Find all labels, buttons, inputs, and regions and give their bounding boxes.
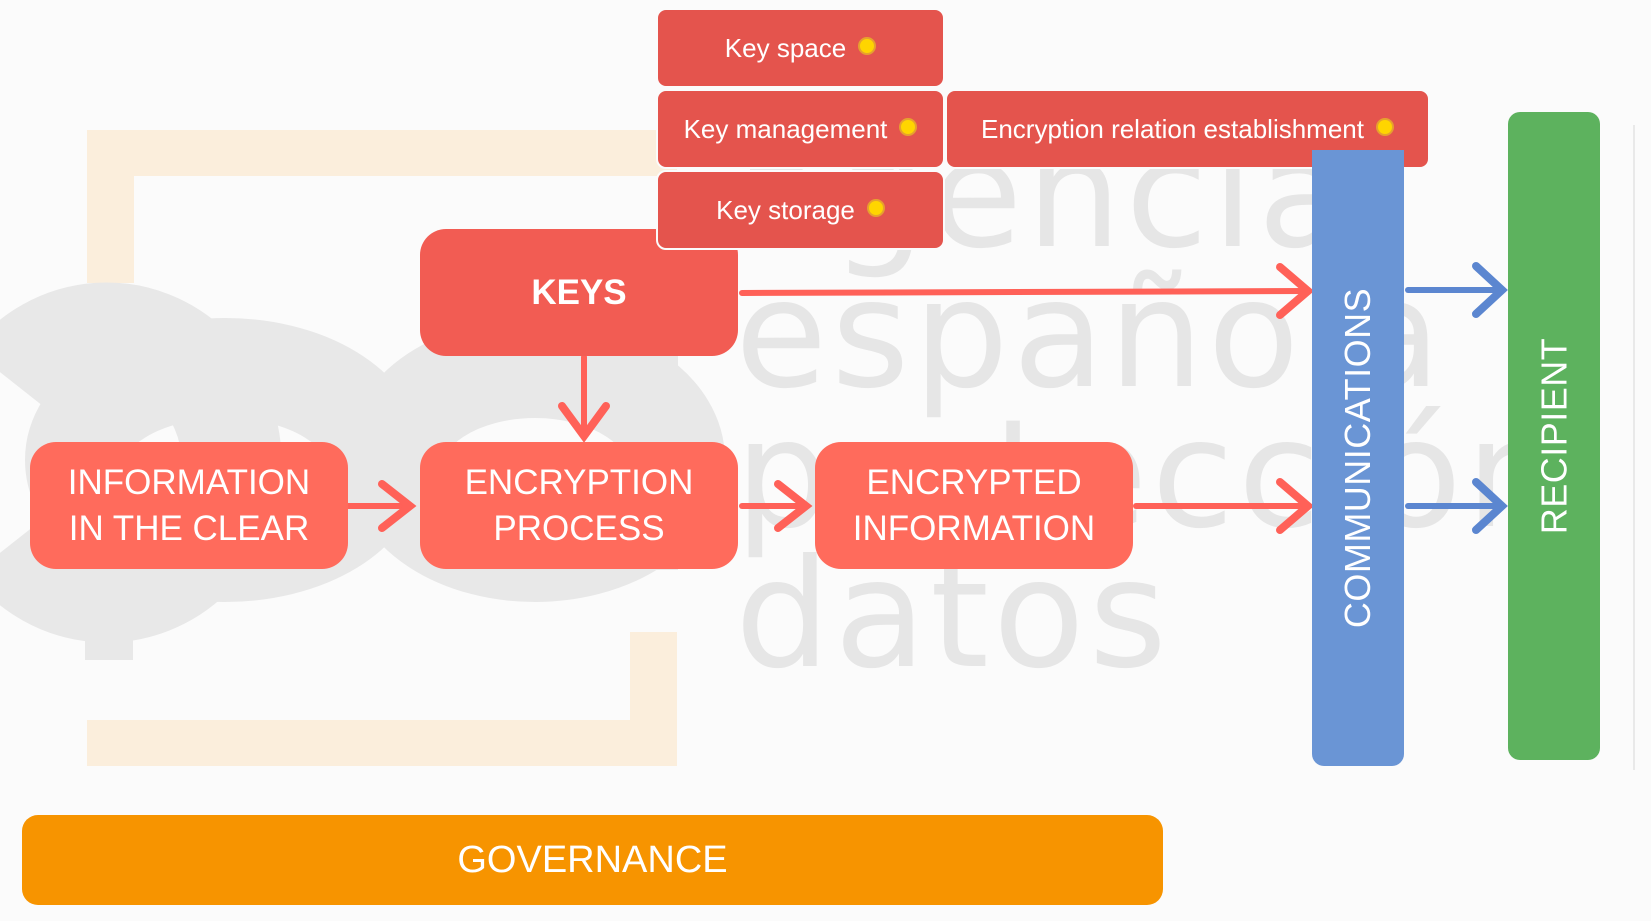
communications-bar: COMMUNICATIONS [1312, 150, 1404, 766]
encrypted-info-box: ENCRYPTED INFORMATION [815, 442, 1133, 569]
divider [1633, 125, 1635, 770]
info-clear-box: INFORMATION IN THE CLEAR [30, 442, 348, 569]
recipient-label: RECIPIENT [1533, 337, 1574, 535]
governance-label: GOVERNANCE [457, 838, 728, 881]
info-clear-line1: INFORMATION [67, 462, 311, 502]
indicator-dot-icon [1375, 118, 1394, 136]
key-space-label: Key space [724, 32, 847, 63]
key-management-tag: Key management [656, 89, 945, 169]
key-storage-label: Key storage [716, 194, 855, 225]
indicator-dot-icon [899, 118, 918, 136]
communications-label: COMMUNICATIONS [1337, 287, 1379, 629]
encryption-relation-label: Encryption relation establishment [981, 113, 1364, 144]
governance-bar: GOVERNANCE [22, 815, 1163, 905]
keys-box: KEYS [420, 229, 738, 356]
watermark-line: española [735, 248, 1446, 422]
key-management-label: Key management [683, 113, 888, 144]
keys-label: KEYS [531, 272, 627, 312]
key-storage-tag: Key storage [656, 170, 945, 250]
encrypted-info-line1: ENCRYPTED [866, 462, 1082, 502]
key-space-tag: Key space [656, 8, 945, 88]
indicator-dot-icon [858, 37, 877, 55]
indicator-dot-icon [866, 199, 885, 217]
encrypted-info-line2: INFORMATION [852, 508, 1096, 548]
recipient-bar: RECIPIENT [1508, 112, 1600, 760]
encryption-process-line2: PROCESS [493, 508, 665, 548]
encryption-process-box: ENCRYPTION PROCESS [420, 442, 738, 569]
info-clear-line2: IN THE CLEAR [68, 508, 310, 548]
encryption-process-line1: ENCRYPTION [464, 462, 694, 502]
